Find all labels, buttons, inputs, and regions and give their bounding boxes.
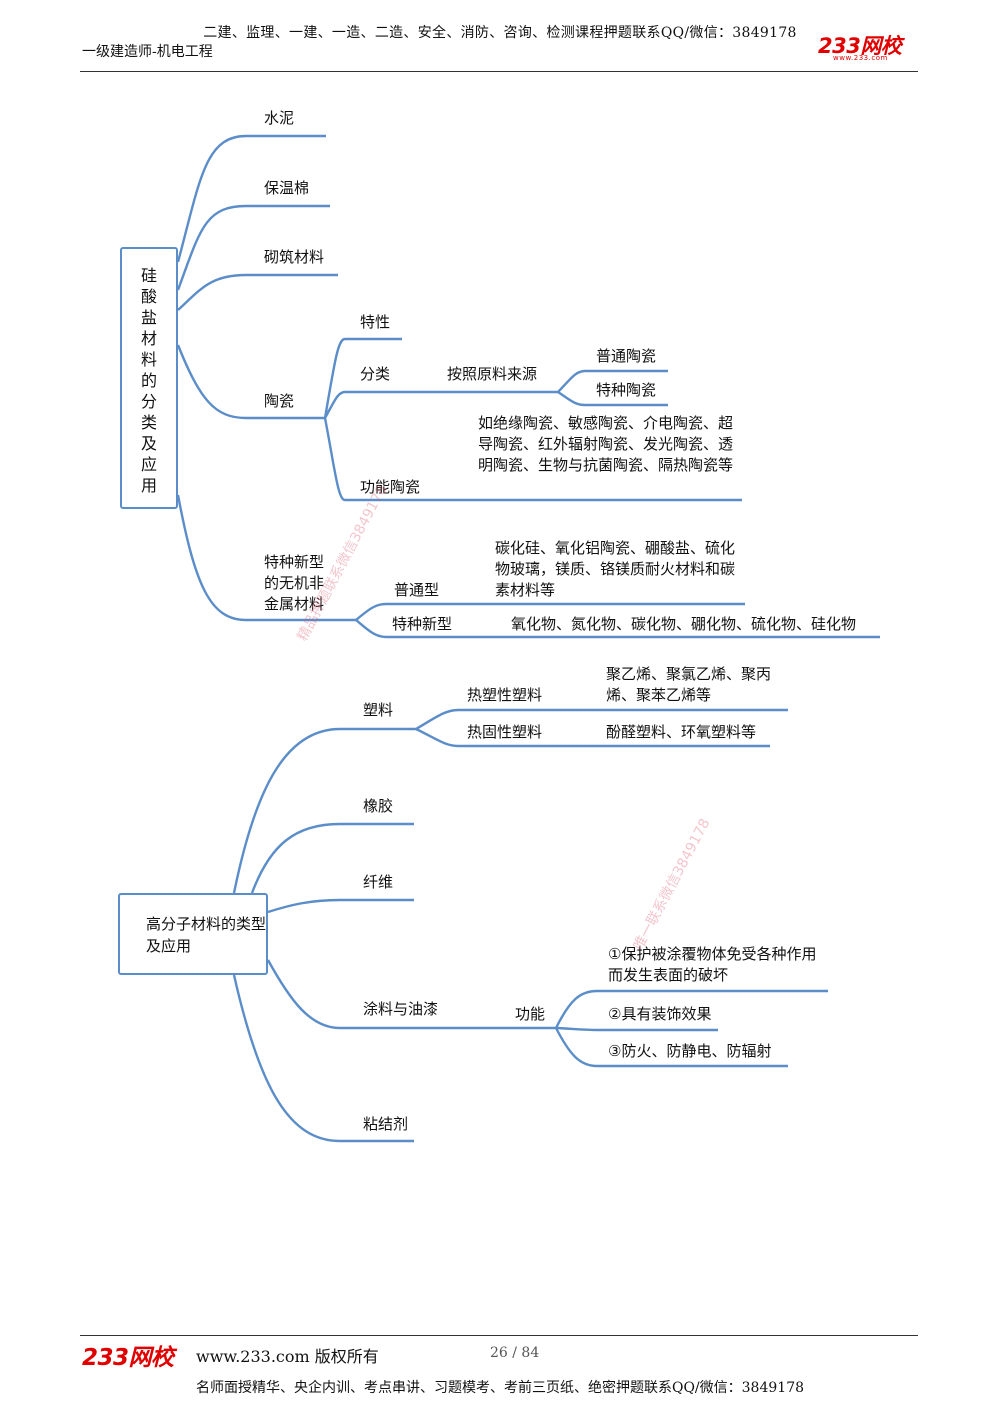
node-cement: 水泥 [264, 109, 295, 127]
title-char: 分 [140, 392, 157, 411]
title-char: 类 [140, 413, 157, 432]
node-coatings: 涂料与油漆 [363, 1000, 439, 1018]
functional-ceramics-examples: 如绝缘陶瓷、敏感陶瓷、介电陶瓷、超导陶瓷、红外辐射陶瓷、发光陶瓷、透明陶瓷、生物… [478, 414, 734, 474]
node-adhesive: 粘结剂 [363, 1115, 409, 1133]
function-item-3: ③防火、防静电、防辐射 [608, 1042, 772, 1060]
title-char: 的 [140, 371, 157, 390]
node-new-inorganic-line1: 特种新型 [264, 553, 325, 571]
node-ceramics: 陶瓷 [264, 392, 295, 410]
brand-logo: 233网校 [818, 34, 902, 58]
title-char: 料 [140, 350, 157, 369]
footer-contact-line: 名师面授精华、央企内训、考点串讲、习题模考、考前三页纸、绝密押题联系QQ/微信：… [195, 1380, 805, 1396]
node-insulation: 保温棉 [264, 179, 310, 197]
node-function: 功能 [515, 1005, 546, 1023]
node-plastics: 塑料 [363, 701, 394, 719]
node-masonry: 砌筑材料 [264, 248, 325, 266]
document-subtitle: 一级建造师-机电工程 [82, 44, 213, 60]
title-char: 材 [140, 329, 157, 348]
function-item-2: ②具有装饰效果 [608, 1005, 712, 1023]
title-char: 硅 [140, 266, 157, 285]
node-by-raw-material: 按照原料来源 [447, 365, 538, 383]
node-thermoplastic: 热塑性塑料 [467, 686, 543, 704]
header-contact-line: 二建、监理、一建、一造、二造、安全、消防、咨询、检测课程押题联系QQ/微信：38… [203, 25, 797, 41]
function-item-1: ①保护被涂覆物体免受各种作用而发生表面的破坏 [608, 945, 817, 984]
node-fiber: 纤维 [363, 873, 394, 891]
node-rubber: 橡胶 [363, 797, 394, 815]
node-special-ceramics: 特种陶瓷 [596, 381, 657, 399]
header-divider [80, 71, 918, 72]
title-char: 用 [140, 476, 157, 495]
footer-copyright: www.233.com 版权所有 [196, 1347, 379, 1366]
thermoset-examples: 酚醛塑料、环氧塑料等 [606, 723, 757, 741]
node-ordinary-ceramics: 普通陶瓷 [596, 347, 657, 365]
node-special-new-type: 特种新型 [392, 615, 453, 633]
footer-brand-logo: 233网校 [82, 1345, 174, 1371]
title-char: 酸 [140, 287, 157, 306]
thermoplastic-examples: 聚乙烯、聚氯乙烯、聚丙烯、聚苯乙烯等 [606, 665, 772, 704]
title-char: 盐 [140, 308, 157, 327]
page-number: 26 / 84 [490, 1345, 540, 1361]
general-type-examples: 碳化硅、氧化铝陶瓷、硼酸盐、硫化物玻璃，镁质、铬镁质耐火材料和碳素材料等 [495, 539, 736, 599]
title-char: 及 [140, 434, 157, 453]
brand-logo-url: www.233.com [833, 54, 888, 62]
title-char: 应 [140, 455, 157, 474]
node-new-inorganic-line3: 金属材料 [264, 595, 325, 613]
footer-divider [80, 1335, 918, 1336]
node-classification: 分类 [360, 365, 391, 383]
node-thermoset: 热固性塑料 [467, 723, 543, 741]
node-property: 特性 [360, 313, 391, 331]
special-new-type-examples: 氧化物、氮化物、碳化物、硼化物、硫化物、硅化物 [511, 615, 857, 633]
node-general-type: 普通型 [394, 581, 440, 599]
node-new-inorganic-line2: 的无机非 [264, 574, 325, 592]
silicate-materials-title: 硅 酸 盐 材 料 的 分 类 及 应 用 [120, 247, 178, 509]
polymer-materials-title: 高分子材料的类型及应用 [118, 893, 268, 975]
node-functional-ceramics: 功能陶瓷 [360, 478, 421, 496]
